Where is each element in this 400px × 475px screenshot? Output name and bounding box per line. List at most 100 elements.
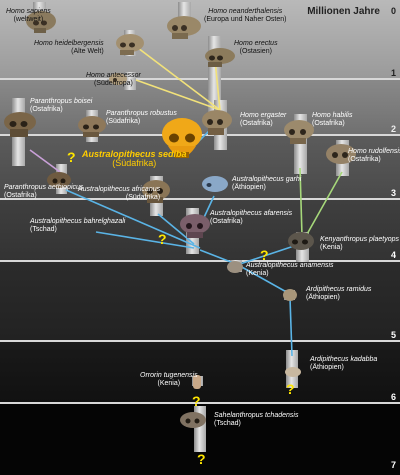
region-platyops: (Kenia) (320, 244, 343, 251)
skull-kadabba-icon (285, 367, 301, 377)
name-habilis: Homo habilis (312, 112, 353, 119)
skull-heidelbergensis-icon (116, 34, 144, 55)
label-aethiopicus: Paranthropus aethiopicus (Ostafrika) (4, 184, 83, 200)
link-afarensis-anamensis (199, 249, 237, 265)
band-1-2 (0, 78, 400, 134)
tick-1: 1 (390, 68, 396, 78)
label-robustus: Paranthropus robustus (Südafrika) (106, 110, 177, 126)
axis-title: Millionen Jahre (307, 6, 380, 17)
name-tugenensis: Orrorin tugenensis (140, 372, 198, 379)
skull-ramidus-icon (283, 289, 297, 301)
label-platyops: Kenyanthropus plaetyops (Kenia) (320, 236, 399, 252)
label-antecessor: Homo antecessor (Südeuropa) (86, 72, 141, 88)
link-erectus-ergaster (214, 59, 221, 111)
name-rudolfensis: Homo rudolfensis (348, 148, 400, 155)
region-sapiens: (weltweit) (13, 16, 44, 23)
link-anamensis-ramidus (239, 265, 291, 295)
skull-afarensis-icon (180, 214, 210, 238)
link-antecessor-ergaster (135, 79, 221, 111)
label-habilis: Homo habilis (Ostafrika) (312, 112, 352, 128)
tick-5: 5 (390, 330, 396, 340)
link-platyops-anamensis (239, 243, 301, 265)
name-kadabba: Ardipithecus kadabba (310, 356, 378, 363)
link-ramidus-kadabba (289, 297, 293, 357)
question-mark-3: ? (260, 247, 269, 263)
label-boisei: Paranthropus boisei (Ostafrika) (30, 98, 92, 114)
region-erectus: (Ostasien) (239, 48, 272, 55)
label-erectus: Homo erectus (Ostasien) (234, 40, 278, 56)
link-habilis-platyops (299, 167, 303, 237)
region-boisei: (Ostafrika) (30, 106, 63, 113)
label-tugenensis: Orrorin tugenensis (Kenia) (140, 372, 198, 388)
label-bahrelghazali: Australopithecus bahrelghazali (Tschad) (30, 218, 125, 234)
name-afarensis: Australopithecus afarensis (210, 210, 293, 217)
band-5-6 (0, 340, 400, 402)
skull-africanus-icon (142, 180, 170, 203)
region-tugenensis: (Kenia) (157, 380, 181, 387)
name-aethiopicus: Paranthropus aethiopicus (4, 184, 84, 191)
region-sediba: (Südafrika) (112, 158, 157, 168)
tick-6: 6 (390, 392, 396, 402)
name-sapiens: Homo sapiens (6, 8, 51, 15)
region-ergaster: (Ostafrika) (240, 120, 273, 127)
link-bahrelghazali-afarensis (95, 231, 195, 249)
label-rudolfensis: Homo rudolfensis (Ostafrika) (348, 148, 400, 164)
skull-sediba-icon (162, 118, 202, 158)
skull-antecessor-icon (109, 73, 127, 85)
name-heidelbergensis: Homo heidelbergensis (34, 40, 104, 47)
link-heidelbergensis-ergaster (137, 47, 221, 111)
skull-anamensis-icon (227, 261, 243, 273)
question-mark-6: ? (197, 451, 206, 467)
question-mark-1: ? (67, 149, 76, 165)
million-line-1 (0, 78, 400, 80)
region-aethiopicus: (Ostafrika) (4, 192, 37, 199)
label-ergaster: Homo ergaster (Ostafrika) (240, 112, 286, 128)
label-sediba: Australopithecus sediba (Südafrika) (82, 150, 187, 168)
tick-2: 2 (390, 124, 396, 134)
name-ergaster: Homo ergaster (240, 112, 287, 119)
name-bahrelghazali: Australopithecus bahrelghazali (30, 218, 126, 225)
region-antecessor: (Südeuropa) (93, 80, 133, 87)
name-africanus: Australopithecus africanus (78, 186, 161, 193)
skull-sapiens-icon (26, 11, 56, 33)
name-robustus: Paranthropus robustus (106, 110, 177, 117)
bar-antecessor (124, 72, 136, 90)
link-aethiopicus-boisei (29, 149, 61, 173)
skull-erectus-icon (205, 48, 235, 67)
label-africanus: Australopithecus africanus (Südafrika) (78, 186, 160, 202)
tick-0: 0 (390, 6, 396, 16)
skull-habilis-icon (284, 120, 314, 144)
question-mark-2: ? (158, 231, 167, 247)
label-neanderthalensis: Homo neanderthalensis (Europa und Naher … (204, 8, 287, 24)
link-africanus-afarensis (157, 213, 195, 245)
name-erectus: Homo erectus (234, 40, 278, 47)
region-anamensis: (Kenia) (246, 270, 269, 277)
million-line-4 (0, 260, 400, 262)
skull-robustus-icon (78, 116, 106, 137)
skull-ergaster-icon (202, 110, 232, 135)
region-afarensis: (Ostafrika) (210, 218, 243, 225)
skull-aethiopicus-icon (47, 172, 71, 188)
name-boisei: Paranthropus boisei (30, 98, 93, 105)
label-ramidus: Ardipithecus ramidus (Äthiopien) (306, 286, 371, 302)
skull-boisei-icon (4, 112, 36, 137)
label-tchadensis: Sahelanthropus tchadensis (Tschad) (214, 412, 298, 428)
name-sediba: Australopithecus sediba (82, 149, 187, 159)
skull-tchadensis-icon (180, 412, 206, 428)
skull-garhi-icon (202, 176, 228, 192)
tick-7: 7 (390, 460, 396, 470)
tick-4: 4 (390, 250, 396, 260)
skull-platyops-icon (288, 232, 314, 250)
label-sapiens: Homo sapiens (weltweit) (6, 8, 51, 24)
region-heidelbergensis: (Alte Welt) (71, 48, 104, 55)
skull-neanderthalensis-icon (167, 16, 201, 39)
skull-rudolfensis-icon (326, 144, 356, 164)
region-kadabba: (Äthiopien) (310, 364, 344, 371)
name-anamensis: Australopithecus anamensis (246, 262, 334, 269)
link-aethiopicus-afarensis (65, 189, 201, 249)
label-kadabba: Ardipithecus kadabba (Äthiopien) (310, 356, 377, 372)
question-mark-4: ? (286, 381, 295, 397)
question-mark-5: ? (192, 393, 201, 409)
name-neanderthalensis: Homo neanderthalensis (208, 8, 283, 15)
